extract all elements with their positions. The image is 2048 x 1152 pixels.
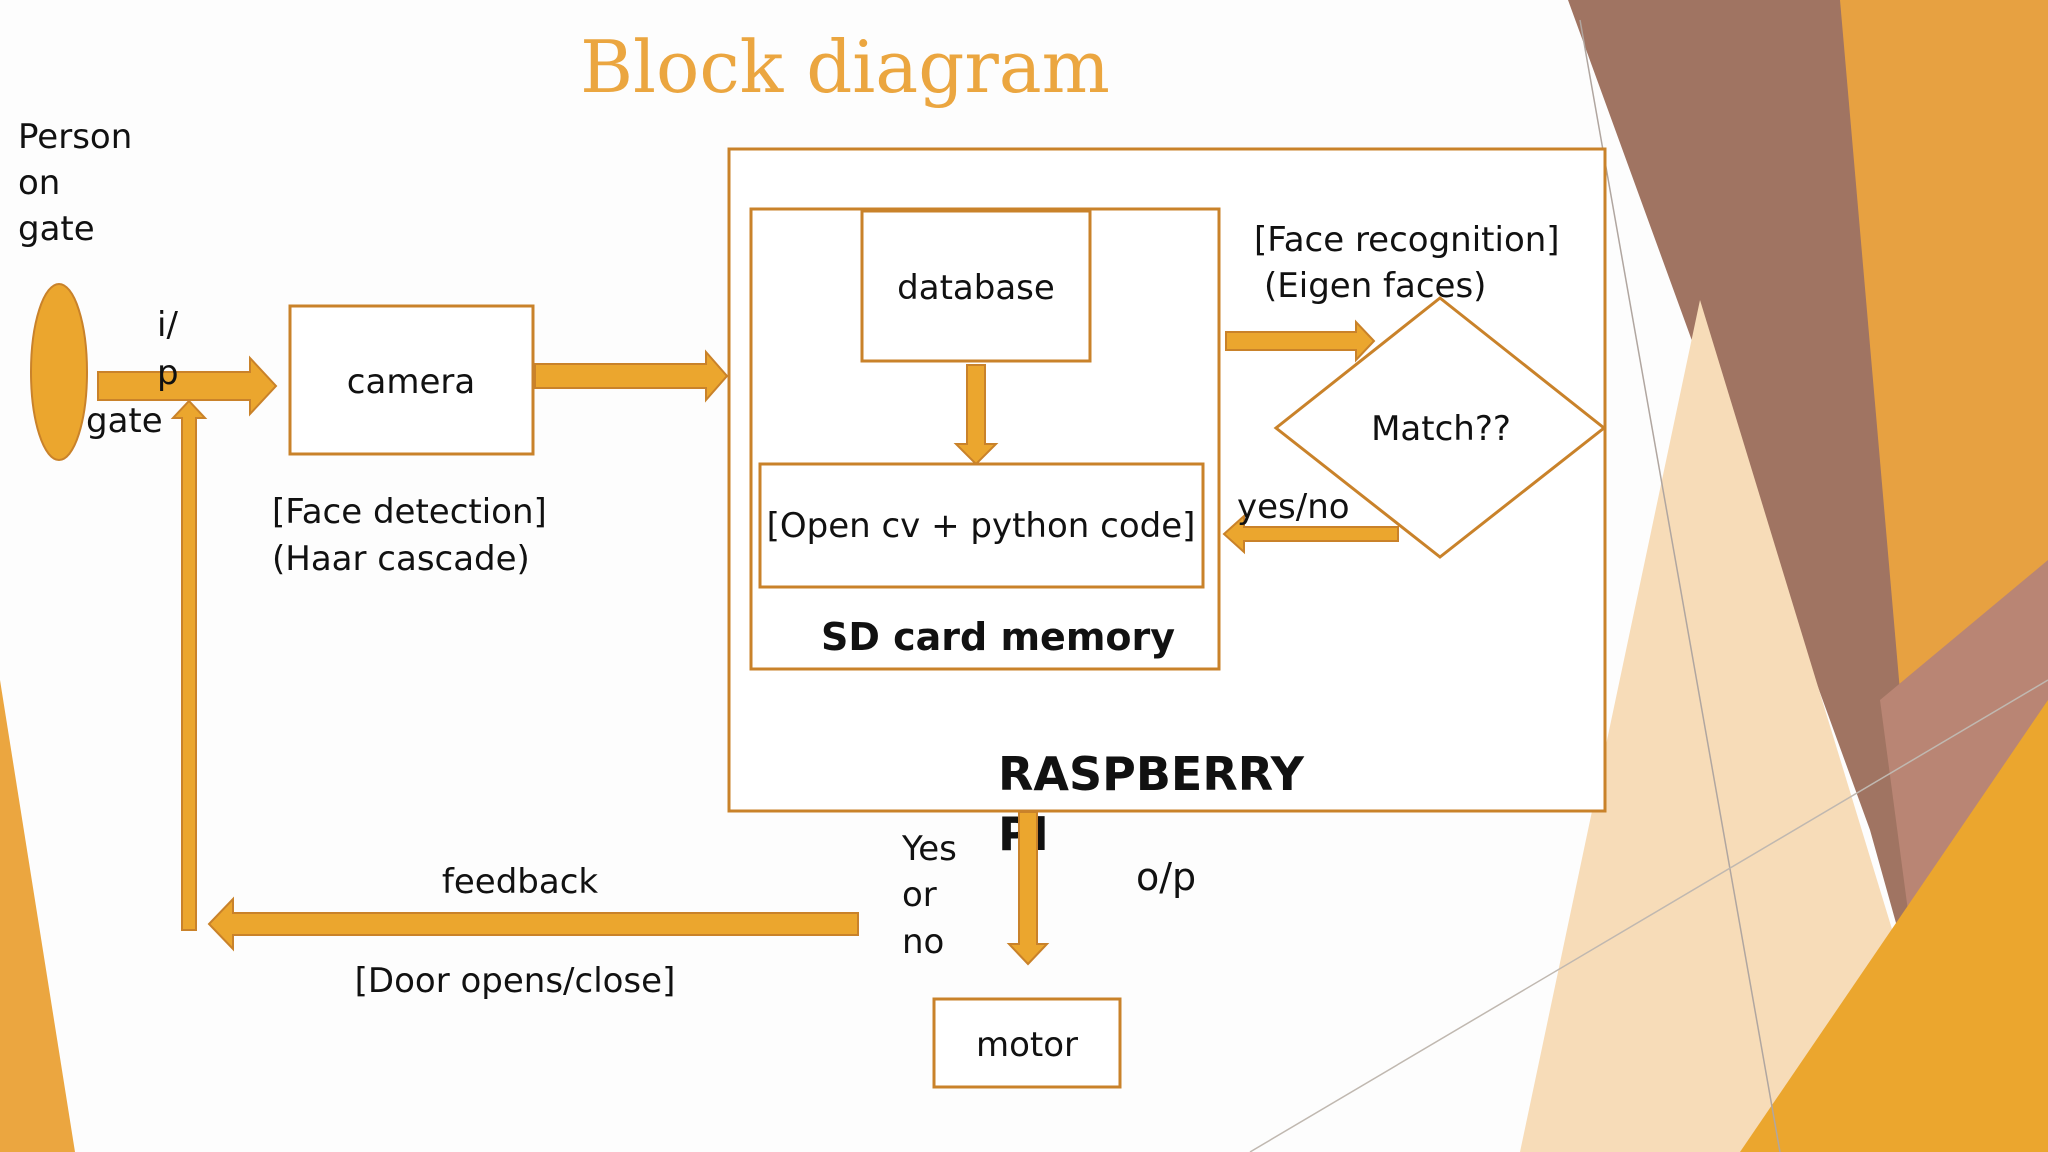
page-title: Block diagram: [580, 25, 1110, 109]
output-op-label: o/p: [1136, 855, 1196, 899]
decor-thin-line-1: [1579, 19, 1781, 1152]
camera-note-line2: (Haar cascade): [272, 539, 530, 579]
feedback-arrow: [207, 896, 859, 952]
camera-to-pi-arrow: [534, 349, 729, 403]
camera-label: camera: [347, 362, 475, 402]
code-block: [758, 462, 1205, 589]
database-to-code-arrow: [953, 364, 999, 466]
person-label-line3: gate: [18, 209, 95, 249]
person-node: [30, 283, 88, 461]
left-orange-sliver: [0, 680, 75, 1152]
feedback-note: [Door opens/close]: [355, 961, 676, 1001]
pi-to-motor-arrow: [1006, 811, 1050, 966]
decision-to-code-arrow: [1222, 513, 1399, 555]
output-yes-line3: no: [902, 922, 944, 962]
match-decision: [1273, 296, 1607, 559]
sd-card-label: SD card memory: [821, 615, 1175, 659]
database-label: database: [897, 268, 1055, 308]
output-yes-line2: or: [902, 875, 937, 915]
database-block: [860, 209, 1092, 363]
raspberry-pi-label-line1: RASPBERRY: [998, 747, 1305, 801]
feedback-up-arrow: [170, 399, 208, 931]
match-decision-label: Match??: [1371, 409, 1511, 449]
decor-thin-line-2: [1249, 679, 2048, 1152]
feedback-label: feedback: [442, 862, 598, 902]
code-label: [Open cv + python code]: [767, 506, 1196, 546]
yes-no-return-label: yes/no: [1237, 487, 1350, 527]
motor-label: motor: [976, 1025, 1078, 1065]
gate-label: gate: [86, 401, 163, 441]
camera-block: [288, 304, 535, 456]
right-front-orange: [1740, 700, 2048, 1152]
ip-label-line1: i/: [157, 305, 178, 345]
to-decision-arrow: [1225, 319, 1376, 363]
ip-label-line2: p: [157, 353, 179, 393]
right-peach-band: [1520, 300, 1960, 1152]
recognition-note-line2: (Eigen faces): [1264, 266, 1486, 306]
camera-note-line1: [Face detection]: [272, 492, 547, 532]
motor-block: [932, 997, 1122, 1089]
output-yes-line1: Yes: [901, 829, 957, 869]
person-label-line2: on: [18, 163, 60, 203]
recognition-note-line1: [Face recognition]: [1254, 220, 1560, 260]
person-label: Person on gate: [18, 117, 132, 249]
person-label-line1: Person: [18, 117, 132, 157]
input-arrow: [97, 355, 278, 417]
